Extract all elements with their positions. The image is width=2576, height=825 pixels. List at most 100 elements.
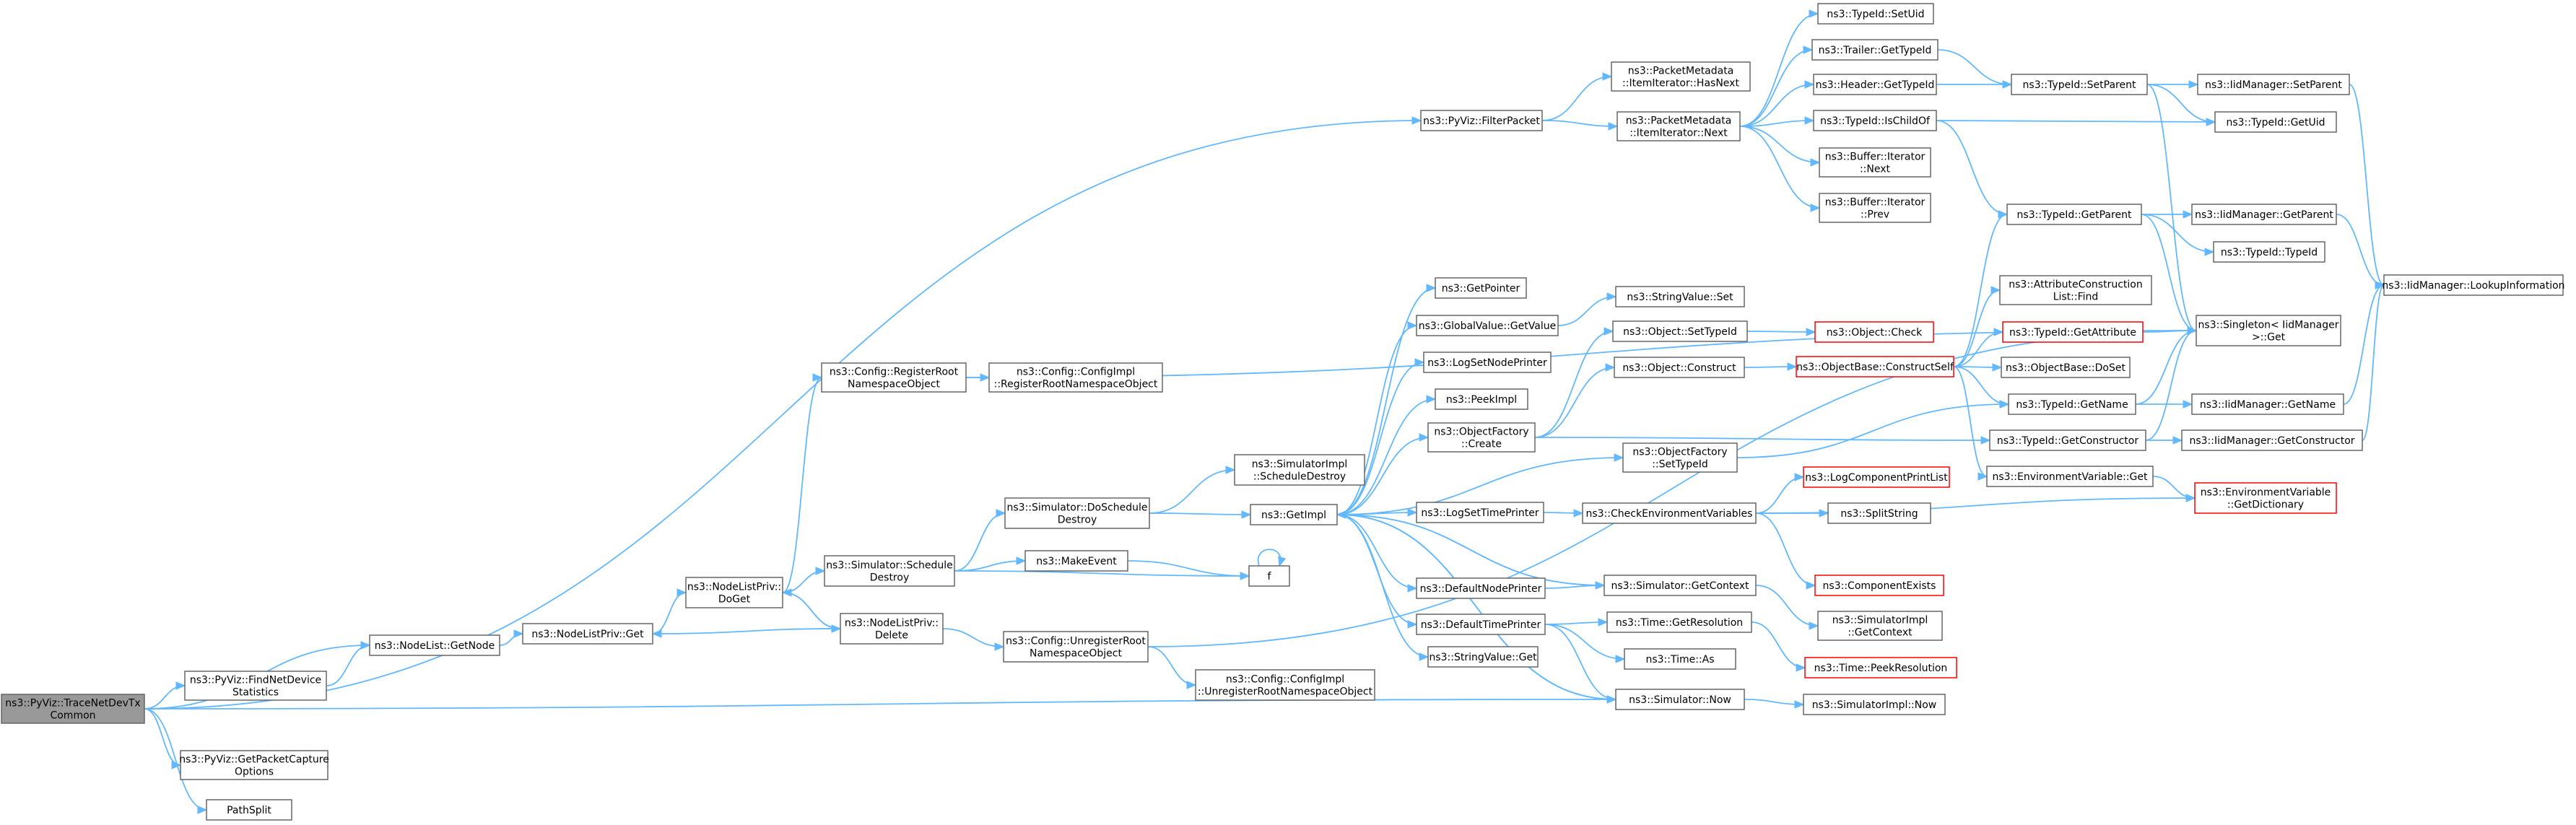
edge-arrowhead: [1787, 362, 1798, 371]
node-simimplgetctx[interactable]: ns3::SimulatorImpl::GetContext: [1817, 611, 1943, 641]
node-simschedule[interactable]: ns3::Simulator::ScheduleDestroy: [824, 555, 955, 587]
node-typeidgetctor[interactable]: ns3::TypeId::GetConstructor: [1989, 429, 2146, 451]
node-bufprev[interactable]: ns3::Buffer::Iterator::Prev: [1819, 193, 1931, 223]
node-strvalueget[interactable]: ns3::StringValue::Get: [1427, 646, 1539, 668]
node-typeidgetattr[interactable]: ns3::TypeId::GetAttribute: [2002, 321, 2144, 343]
node-iidgetctor[interactable]: ns3::IidManager::GetConstructor: [2181, 429, 2363, 451]
node-objsettypeid[interactable]: ns3::Object::SetTypeId: [1612, 320, 1748, 342]
node-objfsettypeid[interactable]: ns3::ObjectFactory::SetTypeId: [1622, 442, 1738, 473]
node-typeidtypeid[interactable]: ns3::TypeId::TypeId: [2213, 241, 2325, 263]
node-f[interactable]: f: [1248, 565, 1290, 587]
node-peekimpl[interactable]: ns3::PeekImpl: [1435, 388, 1528, 410]
node-simgetcontext[interactable]: ns3::Simulator::GetContext: [1604, 575, 1757, 596]
node-envvargetdict[interactable]: ns3::EnvironmentVariable::GetDictionary: [2194, 482, 2337, 514]
node-cfgimplreg[interactable]: ns3::Config::ConfigImpl::RegisterRootNam…: [988, 362, 1163, 393]
node-getpointer[interactable]: ns3::GetPointer: [1435, 277, 1527, 299]
edge-arrowhead: [1240, 572, 1250, 580]
node-box: [824, 555, 955, 587]
node-trailergettypeid[interactable]: ns3::Trailer::GetTypeId: [1811, 39, 1938, 61]
node-makeevent[interactable]: ns3::MakeEvent: [1024, 550, 1128, 572]
node-cfgunreg[interactable]: ns3::Config::UnregisterRootNamespaceObje…: [1003, 631, 1149, 663]
edge-line: [1739, 120, 1814, 127]
node-box: [988, 362, 1163, 393]
node-iidgetparent[interactable]: ns3::IidManager::GetParent: [2191, 204, 2337, 225]
node-compexists[interactable]: ns3::ComponentExists: [1814, 575, 1944, 596]
node-label: ns3::ObjectFactory: [1434, 427, 1528, 438]
node-bufnext[interactable]: ns3::Buffer::Iterator::Next: [1819, 147, 1931, 178]
node-strvalueset[interactable]: ns3::StringValue::Set: [1615, 286, 1745, 307]
node-label: ns3::PyViz::FilterPacket: [1423, 115, 1540, 127]
node-typeidischildof[interactable]: ns3::TypeId::IsChildOf: [1813, 110, 1937, 131]
node-nlprivdelete[interactable]: ns3::NodeListPriv::Delete: [840, 613, 944, 645]
node-deftimeprinter[interactable]: ns3::DefaultTimePrinter: [1416, 614, 1546, 635]
edge-line: [1937, 49, 2012, 85]
node-checkenv[interactable]: ns3::CheckEnvironmentVariables: [1582, 502, 1757, 524]
edge-arrowhead: [1604, 327, 1614, 336]
edge-arrowhead: [1809, 621, 1819, 630]
node-splitstring[interactable]: ns3::SplitString: [1827, 502, 1931, 524]
node-label: ns3::CheckEnvironmentVariables: [1586, 508, 1753, 520]
node-pmhasnext[interactable]: ns3::PacketMetadata::ItemIterator::HasNe…: [1611, 61, 1751, 92]
node-label: Options: [235, 767, 274, 778]
node-logsetnode[interactable]: ns3::LogSetNodePrinter: [1423, 352, 1552, 373]
edge-line: [144, 120, 1422, 710]
node-simimplsched[interactable]: ns3::SimulatorImpl::ScheduleDestroy: [1234, 454, 1365, 486]
node-label: ns3::IidManager::SetParent: [2205, 79, 2342, 91]
node-typeidsetuid[interactable]: ns3::TypeId::SetUid: [1817, 3, 1934, 25]
edge-line: [144, 708, 207, 811]
node-logsettime[interactable]: ns3::LogSetTimePrinter: [1416, 502, 1544, 523]
node-nlprivdoget[interactable]: ns3::NodeListPriv::DoGet: [685, 577, 783, 608]
node-label: ns3::ObjectBase::DoSet: [2006, 362, 2125, 374]
edge-line: [1336, 514, 1616, 700]
edge-deftimeprinter-to-simnow: [1544, 624, 1617, 704]
node-simnow[interactable]: ns3::Simulator::Now: [1615, 689, 1745, 710]
node-defnodeprinter[interactable]: ns3::DefaultNodePrinter: [1416, 577, 1546, 599]
node-typeidgetuid[interactable]: ns3::TypeId::GetUid: [2214, 111, 2337, 133]
node-label: ns3::EnvironmentVariable: [2201, 487, 2331, 499]
node-simimplnow[interactable]: ns3::SimulatorImpl::Now: [1803, 694, 1946, 715]
edge-arrowhead: [1426, 395, 1437, 403]
node-pmnext[interactable]: ns3::PacketMetadata::ItemIterator::Next: [1616, 111, 1741, 141]
node-typeidgetname[interactable]: ns3::TypeId::GetName: [2008, 393, 2136, 415]
node-box: [184, 671, 327, 701]
node-getimpl[interactable]: ns3::GetImpl: [1250, 504, 1338, 525]
node-objbasedoset[interactable]: ns3::ObjectBase::DoSet: [2001, 357, 2131, 378]
edge-arrowhead: [1614, 453, 1624, 462]
node-nodelistget[interactable]: ns3::NodeList::GetNode: [369, 634, 500, 656]
node-box: [1614, 357, 1745, 378]
edge-arrowhead: [1794, 473, 1805, 481]
node-iidsetparent[interactable]: ns3::IidManager::SetParent: [2197, 74, 2350, 95]
node-envvarget[interactable]: ns3::EnvironmentVariable::Get: [1986, 466, 2154, 487]
node-objconstruct[interactable]: ns3::Object::Construct: [1614, 357, 1745, 378]
node-pathsplit[interactable]: PathSplit: [206, 799, 292, 821]
edge-typeidgetname-to-iidgetname: [2136, 400, 2193, 409]
node-typeidsetparent[interactable]: ns3::TypeId::SetParent: [2011, 74, 2148, 95]
node-gvgetvalue[interactable]: ns3::GlobalValue::GetValue: [1416, 315, 1559, 336]
node-label: ns3::ObjectFactory: [1632, 447, 1727, 458]
node-timegetres[interactable]: ns3::Time::GetResolution: [1606, 611, 1752, 633]
node-iidlookup[interactable]: ns3::IidManager::LookupInformation: [2382, 274, 2565, 296]
node-iidgetname[interactable]: ns3::IidManager::GetName: [2191, 393, 2344, 415]
node-objcheck[interactable]: ns3::Object::Check: [1814, 321, 1934, 343]
node-timepeekres[interactable]: ns3::Time::PeekResolution: [1804, 657, 1957, 678]
node-logcomplist[interactable]: ns3::LogComponentPrintList: [1803, 466, 1950, 488]
node-objfcreate[interactable]: ns3::ObjectFactory::Create: [1427, 422, 1536, 453]
node-typeidgetparent[interactable]: ns3::TypeId::GetParent: [2006, 204, 2142, 225]
node-nlprivget[interactable]: ns3::NodeListPriv::Get: [522, 623, 653, 645]
node-cfgregroot[interactable]: ns3::Config::RegisterRootNamespaceObject: [821, 362, 967, 393]
edge-arrowhead: [1796, 663, 1806, 672]
node-headergettypeid[interactable]: ns3::Header::GetTypeId: [1813, 74, 1937, 95]
node-cfgimplunreg[interactable]: ns3::Config::ConfigImpl::UnregisterRootN…: [1195, 669, 1375, 701]
node-pyvizfilter[interactable]: ns3::PyViz::FilterPacket: [1420, 110, 1543, 131]
edge-line: [1149, 469, 1235, 514]
edge-line: [326, 645, 370, 686]
node-objbaseconstruct[interactable]: ns3::ObjectBase::ConstructSelf: [1796, 356, 1954, 377]
node-singletonget[interactable]: ns3::Singleton< IidManager>::Get: [2196, 315, 2341, 346]
node-timeas[interactable]: ns3::Time::As: [1624, 648, 1736, 670]
